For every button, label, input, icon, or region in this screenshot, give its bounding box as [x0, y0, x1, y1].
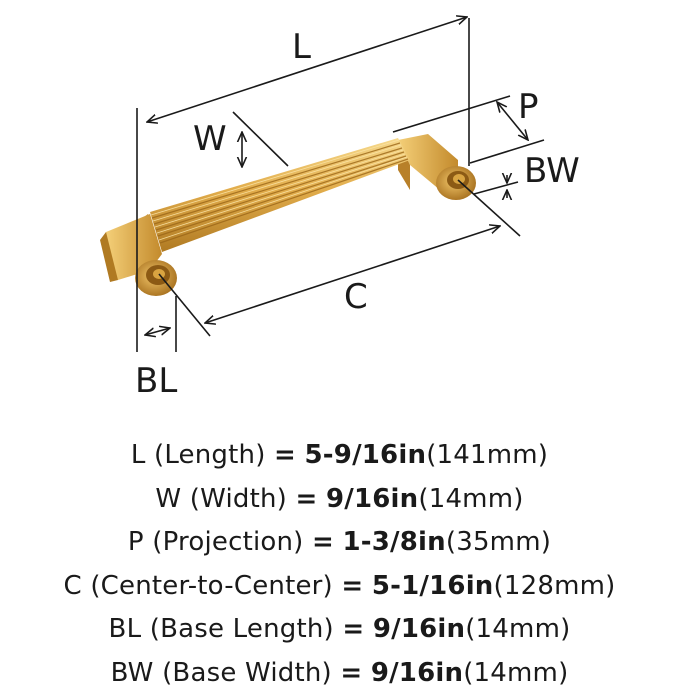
label-L: L [292, 27, 311, 67]
spec-name: (Width) [189, 483, 288, 514]
spec-code: L [130, 440, 146, 470]
fluted-bar [150, 138, 410, 252]
spec-equals: = [340, 657, 363, 688]
bar-flutes [151, 142, 409, 244]
spec-equals: = [342, 614, 365, 644]
label-BW: BW [524, 151, 580, 191]
spec-row: L (Length) = 5-9/16in(141mm) [0, 434, 679, 478]
spec-code: W [155, 483, 182, 514]
spec-equals: = [341, 570, 364, 601]
spec-metric-value: (14mm) [418, 483, 524, 514]
label-BL: BL [135, 361, 177, 401]
spec-name: (Projection) [152, 527, 304, 557]
spec-name: (Base Length) [149, 614, 334, 644]
spec-imperial-value: 9/16in [372, 614, 466, 644]
spec-row: BL (Base Length) = 9/16in(14mm) [0, 608, 679, 652]
label-P: P [518, 87, 539, 127]
spec-name: (Base Width) [162, 657, 332, 688]
spec-metric-value: (35mm) [445, 527, 552, 557]
handle-dimension-diagram: L W P BW C BL [100, 0, 580, 401]
spec-row: C (Center-to-Center) = 5-1/16in(128mm) [0, 565, 679, 609]
spec-metric-value: (14mm) [463, 657, 569, 688]
dimension-specs-list: L (Length) = 5-9/16in(141mm)W (Width) = … [0, 434, 679, 695]
spec-equals: = [312, 527, 334, 557]
spec-name: (Length) [153, 440, 266, 470]
spec-row: BW (Base Width) = 9/16in(14mm) [0, 652, 679, 695]
spec-metric-value: (128mm) [493, 570, 616, 601]
spec-imperial-value: 5-9/16in [304, 440, 427, 470]
spec-equals: = [295, 483, 318, 514]
label-C: C [344, 277, 368, 317]
spec-imperial-value: 5-1/16in [371, 570, 494, 601]
spec-name: (Center-to-Center) [90, 570, 333, 601]
label-W: W [193, 119, 227, 159]
spec-imperial-value: 9/16in [325, 483, 419, 514]
spec-code: BW [110, 657, 154, 688]
cabinet-pull-handle [100, 134, 476, 296]
spec-imperial-value: 9/16in [370, 657, 464, 688]
spec-metric-value: (141mm) [426, 440, 549, 470]
spec-code: C [63, 570, 82, 601]
spec-imperial-value: 1-3/8in [342, 527, 446, 557]
spec-metric-value: (14mm) [465, 614, 571, 644]
spec-row: P (Projection) = 1-3/8in(35mm) [0, 521, 679, 565]
spec-row: W (Width) = 9/16in(14mm) [0, 478, 679, 522]
spec-code: BL [108, 614, 142, 644]
spec-equals: = [274, 440, 297, 470]
spec-code: P [127, 527, 144, 557]
